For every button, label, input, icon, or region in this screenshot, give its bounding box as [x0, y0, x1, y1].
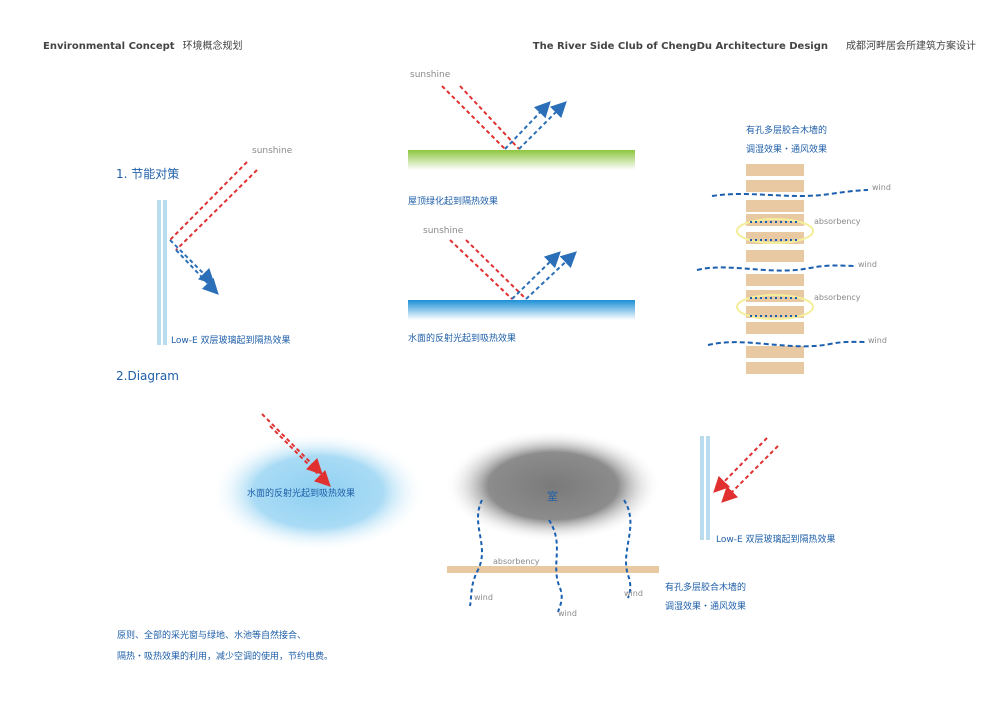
header-right-en: The River Side Club of ChengDu Architect…	[532, 41, 828, 52]
sun-rays-roof	[441, 85, 520, 150]
water-cloud	[210, 432, 426, 552]
reflect-rays-1	[169, 239, 219, 295]
principle-text: 原则、全部的采光窗与绿地、水池等自然接合、 隔热・吸热效果的利用，减少空调的使用…	[117, 626, 333, 668]
sun-rays-glass-2	[713, 437, 779, 503]
absorbency-floor	[447, 566, 659, 573]
wind-lines-wall	[696, 189, 869, 348]
sunshine-label-roof: sunshine	[410, 70, 451, 80]
wood-wall-caption-1-line2: 调湿效果・通风效果	[746, 145, 828, 155]
wood-wall-caption-2-line1: 有孔多层胶合木墙的	[665, 583, 747, 593]
wind-label-room-2: wind	[558, 609, 577, 618]
wind-lines-room	[469, 499, 632, 613]
absorbency-floor-label: absorbency	[493, 557, 540, 566]
low-e-caption-2: Low-E 双层玻璃起到隔热效果	[716, 535, 836, 545]
wood-wall-caption-2: 有孔多层胶合木墙的 调湿效果・通风效果	[665, 579, 746, 617]
wood-wall-caption-2-line2: 调湿效果・通风效果	[665, 602, 747, 612]
absorbency-label-1: absorbency	[814, 217, 861, 226]
header-right: The River Side Club of ChengDu Architect…	[533, 37, 976, 52]
low-e-caption-1: Low-E 双层玻璃起到隔热效果	[171, 336, 291, 346]
sunshine-label-water: sunshine	[423, 226, 464, 236]
wind-label-1: wind	[872, 183, 891, 192]
principle-line-2: 隔热・吸热效果的利用，减少空调的使用，节约电费。	[117, 652, 334, 662]
reflect-rays-water	[511, 251, 577, 300]
principle-line-1: 原则、全部的采光窗与绿地、水池等自然接合、	[117, 631, 307, 641]
wind-label-3: wind	[868, 336, 887, 345]
header-right-cn: 成都河畔居会所建筑方案设计	[846, 41, 976, 52]
wood-wall-caption-1: 有孔多层胶合木墙的 调湿效果・通风效果	[746, 122, 827, 160]
section-title-1: 1. 节能对策	[116, 167, 180, 181]
sun-rays-water	[449, 239, 527, 300]
header-left: Environmental Concept 环境概念规划	[43, 37, 243, 52]
absorbency-rings	[736, 218, 814, 320]
sunshine-label-1: sunshine	[252, 146, 293, 156]
absorbency-label-2: absorbency	[814, 293, 861, 302]
header-left-cn: 环境概念规划	[182, 41, 243, 52]
wind-label-room-3: wind	[624, 589, 643, 598]
header-left-en: Environmental Concept	[43, 41, 175, 52]
sun-rays-1	[169, 161, 258, 251]
cloud-water-caption: 水面的反射光起到吸热效果	[247, 489, 356, 499]
roof-green-caption: 屋顶绿化起到隔热效果	[408, 197, 499, 207]
wind-label-room-1: wind	[474, 593, 493, 602]
low-e-glass-1	[157, 200, 167, 345]
room-cloud	[445, 430, 661, 542]
section-title-2: 2.Diagram	[116, 369, 179, 383]
reflect-rays-roof	[504, 101, 567, 150]
absorbency-dots	[750, 221, 800, 317]
room-label: 室	[547, 490, 558, 503]
water-strip	[408, 300, 635, 320]
green-roof-strip	[408, 150, 635, 170]
wind-label-2: wind	[858, 260, 877, 269]
wood-wall-caption-1-line1: 有孔多层胶合木墙的	[746, 126, 828, 136]
water-reflect-caption: 水面的反射光起到吸热效果	[408, 334, 517, 344]
low-e-glass-2	[700, 436, 710, 540]
